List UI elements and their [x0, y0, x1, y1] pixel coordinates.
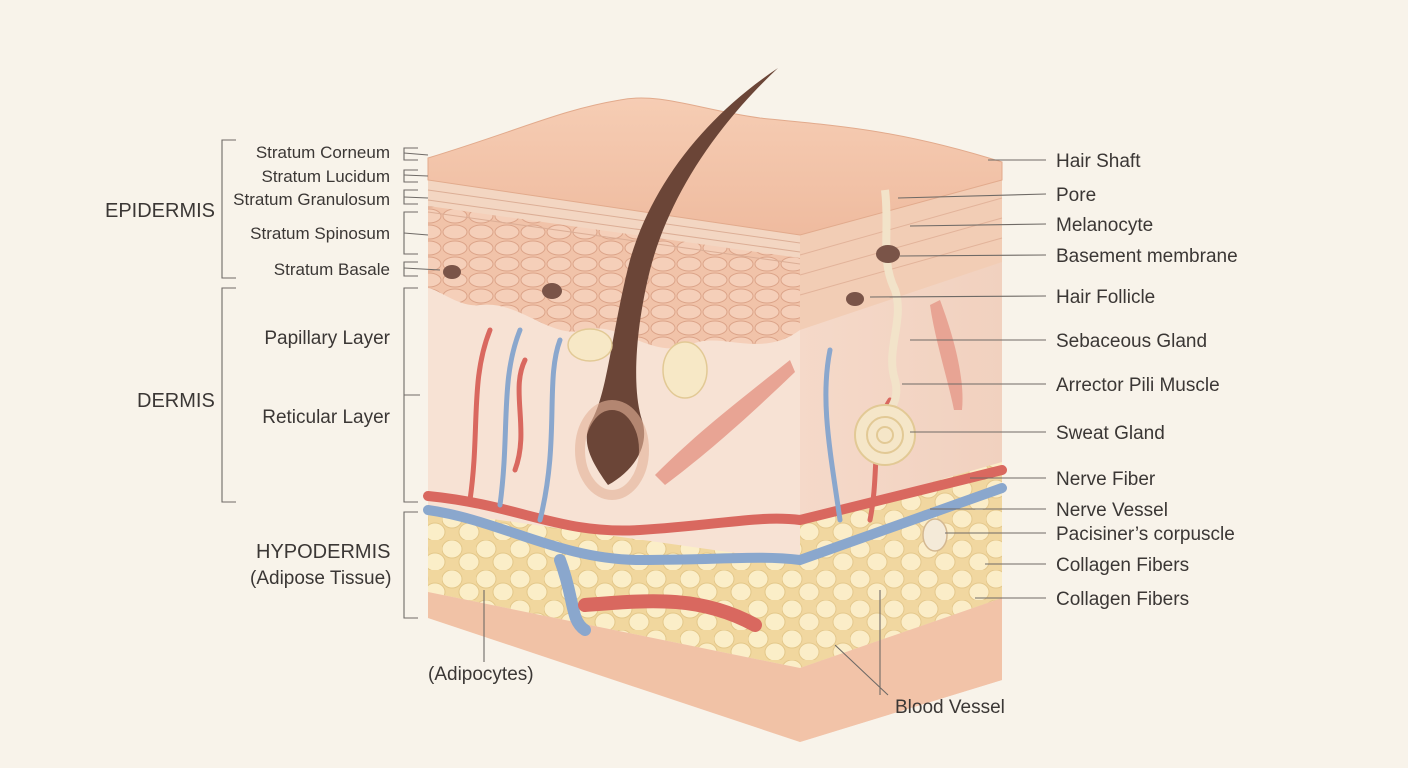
pacinian-corpuscle — [922, 518, 948, 552]
label-sweat-gland: Sweat Gland — [1056, 423, 1165, 444]
structure-labels: Hair Shaft Pore Melanocyte Basement memb… — [1056, 151, 1238, 610]
arrector-pili-muscle — [655, 360, 795, 485]
label-dermis: DERMIS — [137, 390, 215, 412]
right-leaders — [483, 159, 1047, 696]
label-collagen-fibers-1: Collagen Fibers — [1056, 555, 1189, 576]
label-melanocyte: Melanocyte — [1056, 215, 1153, 236]
label-nerve-fiber: Nerve Fiber — [1056, 469, 1156, 490]
label-adipose-tissue: (Adipose Tissue) — [250, 568, 392, 589]
skin-surface — [427, 97, 1003, 236]
label-hair-follicle: Hair Follicle — [1056, 287, 1155, 308]
label-stratum-corneum: Stratum Corneum — [256, 143, 390, 162]
bottom-labels: (Adipocytes) Blood Vessel — [428, 664, 1005, 718]
melanocytes — [443, 245, 900, 306]
label-hypodermis: HYPODERMIS — [256, 541, 390, 563]
label-stratum-lucidum: Stratum Lucidum — [262, 167, 391, 186]
label-collagen-fibers-2: Collagen Fibers — [1056, 589, 1189, 610]
sweat-gland — [854, 189, 916, 466]
label-nerve-vessel: Nerve Vessel — [1056, 500, 1168, 521]
label-pacinian-corpuscle: Pacisiner’s corpuscle — [1056, 524, 1235, 545]
label-pore: Pore — [1056, 185, 1096, 206]
label-hair-shaft: Hair Shaft — [1056, 151, 1141, 172]
layer-labels: Stratum Corneum Stratum Lucidum Stratum … — [233, 143, 391, 428]
label-reticular-layer: Reticular Layer — [262, 407, 390, 428]
label-epidermis: EPIDERMIS — [105, 200, 215, 222]
label-arrector-pili-muscle: Arrector Pili Muscle — [1056, 375, 1220, 396]
label-stratum-granulosum: Stratum Granulosum — [233, 190, 390, 209]
left-brackets — [221, 139, 441, 619]
label-stratum-spinosum: Stratum Spinosum — [250, 224, 390, 243]
sebaceous-glands — [567, 328, 708, 399]
group-labels: EPIDERMIS DERMIS HYPODERMIS (Adipose Tis… — [105, 200, 392, 589]
label-sebaceous-gland: Sebaceous Gland — [1056, 331, 1207, 352]
label-adipocytes: (Adipocytes) — [428, 664, 534, 685]
label-basement-membrane: Basement membrane — [1056, 246, 1238, 267]
label-stratum-basale: Stratum Basale — [274, 260, 390, 279]
label-blood-vessel: Blood Vessel — [895, 697, 1005, 718]
hair — [575, 68, 778, 500]
label-papillary-layer: Papillary Layer — [264, 328, 390, 349]
